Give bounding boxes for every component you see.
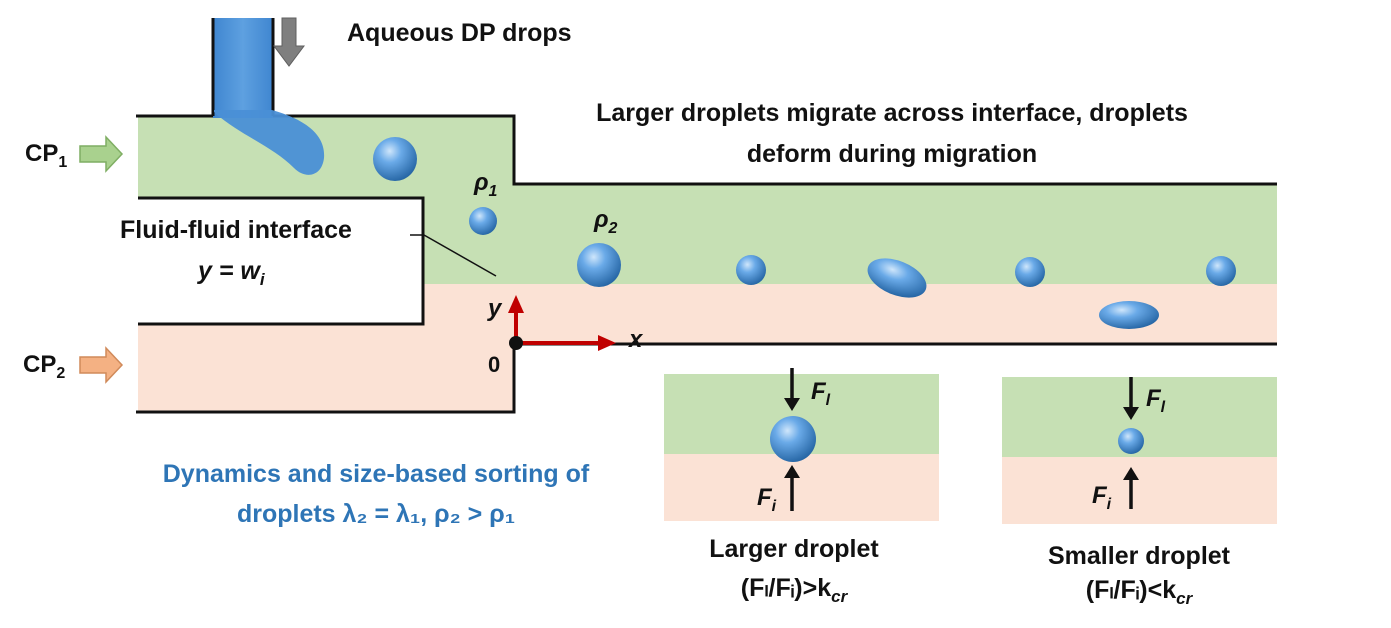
phase1-junction <box>423 184 514 284</box>
droplet <box>469 207 497 235</box>
droplet-deformed <box>867 258 927 298</box>
phase2-junction <box>423 284 514 344</box>
lift-force-label: Fl <box>811 378 831 409</box>
x-axis-label: x <box>627 326 644 353</box>
lift-force-arrow-icon <box>1123 407 1139 420</box>
larger-droplet-ratio: (Fₗ/Fᵢ)>kcr <box>741 574 849 606</box>
droplet-deformed <box>1099 301 1159 329</box>
interface-title: Fluid-fluid interface <box>120 216 352 244</box>
droplet <box>1206 256 1236 286</box>
cp1-arrow-icon <box>79 135 124 173</box>
origin-point <box>509 336 523 350</box>
cp2-arrow-icon <box>79 346 124 384</box>
channel-droplets <box>373 137 1236 329</box>
lift-force-label: Fl <box>1146 385 1166 416</box>
droplet <box>373 137 417 181</box>
down-arrow-icon <box>273 17 305 67</box>
dp-inlet <box>211 17 325 175</box>
origin-label: 0 <box>488 352 500 377</box>
inset-smaller-droplet <box>1002 377 1277 524</box>
interface-force-arrow-icon <box>1123 467 1139 480</box>
inlet-title: Aqueous DP drops <box>347 19 572 47</box>
inset-larger-droplet <box>664 368 939 521</box>
lift-force-arrow-icon <box>784 398 800 411</box>
cp1-label: CP1 <box>25 140 67 171</box>
sorting-caption-line2: droplets λ₂ = λ₁, ρ₂ > ρ₁ <box>237 500 515 528</box>
y-axis-arrow-icon <box>508 295 524 313</box>
interface-force-label: Fi <box>757 484 777 515</box>
interface-equation: y = wi <box>196 257 266 289</box>
y-axis-label: y <box>487 295 503 322</box>
migration-caption-line1: Larger droplets migrate across interface… <box>596 99 1188 127</box>
interface-force-arrow-icon <box>784 465 800 478</box>
larger-droplet-caption: Larger droplet <box>709 535 879 563</box>
smaller-droplet-caption: Smaller droplet <box>1048 542 1231 570</box>
coordinate-axes <box>508 295 616 351</box>
droplet <box>577 243 621 287</box>
inlet-tube <box>213 18 273 118</box>
rho1-label: ρ1 <box>473 169 498 200</box>
x-axis-arrow-icon <box>598 335 616 351</box>
droplet <box>1015 257 1045 287</box>
cp2-label: CP2 <box>23 351 65 382</box>
bottom-wall <box>136 342 1277 414</box>
droplet <box>736 255 766 285</box>
smaller-droplet-ratio: (Fₗ/Fᵢ)<kcr <box>1086 576 1194 608</box>
channel-walls <box>136 114 1277 414</box>
sorting-caption-line1: Dynamics and size-based sorting of <box>163 460 590 488</box>
interface-force-label: Fi <box>1092 482 1112 513</box>
separator-wall <box>138 196 425 326</box>
droplet <box>1118 428 1144 454</box>
droplet <box>770 416 816 462</box>
top-wall <box>136 114 1277 186</box>
rho2-label: ρ2 <box>593 206 618 237</box>
migration-caption-line2: deform during migration <box>747 140 1037 168</box>
injected-stream <box>214 110 325 175</box>
